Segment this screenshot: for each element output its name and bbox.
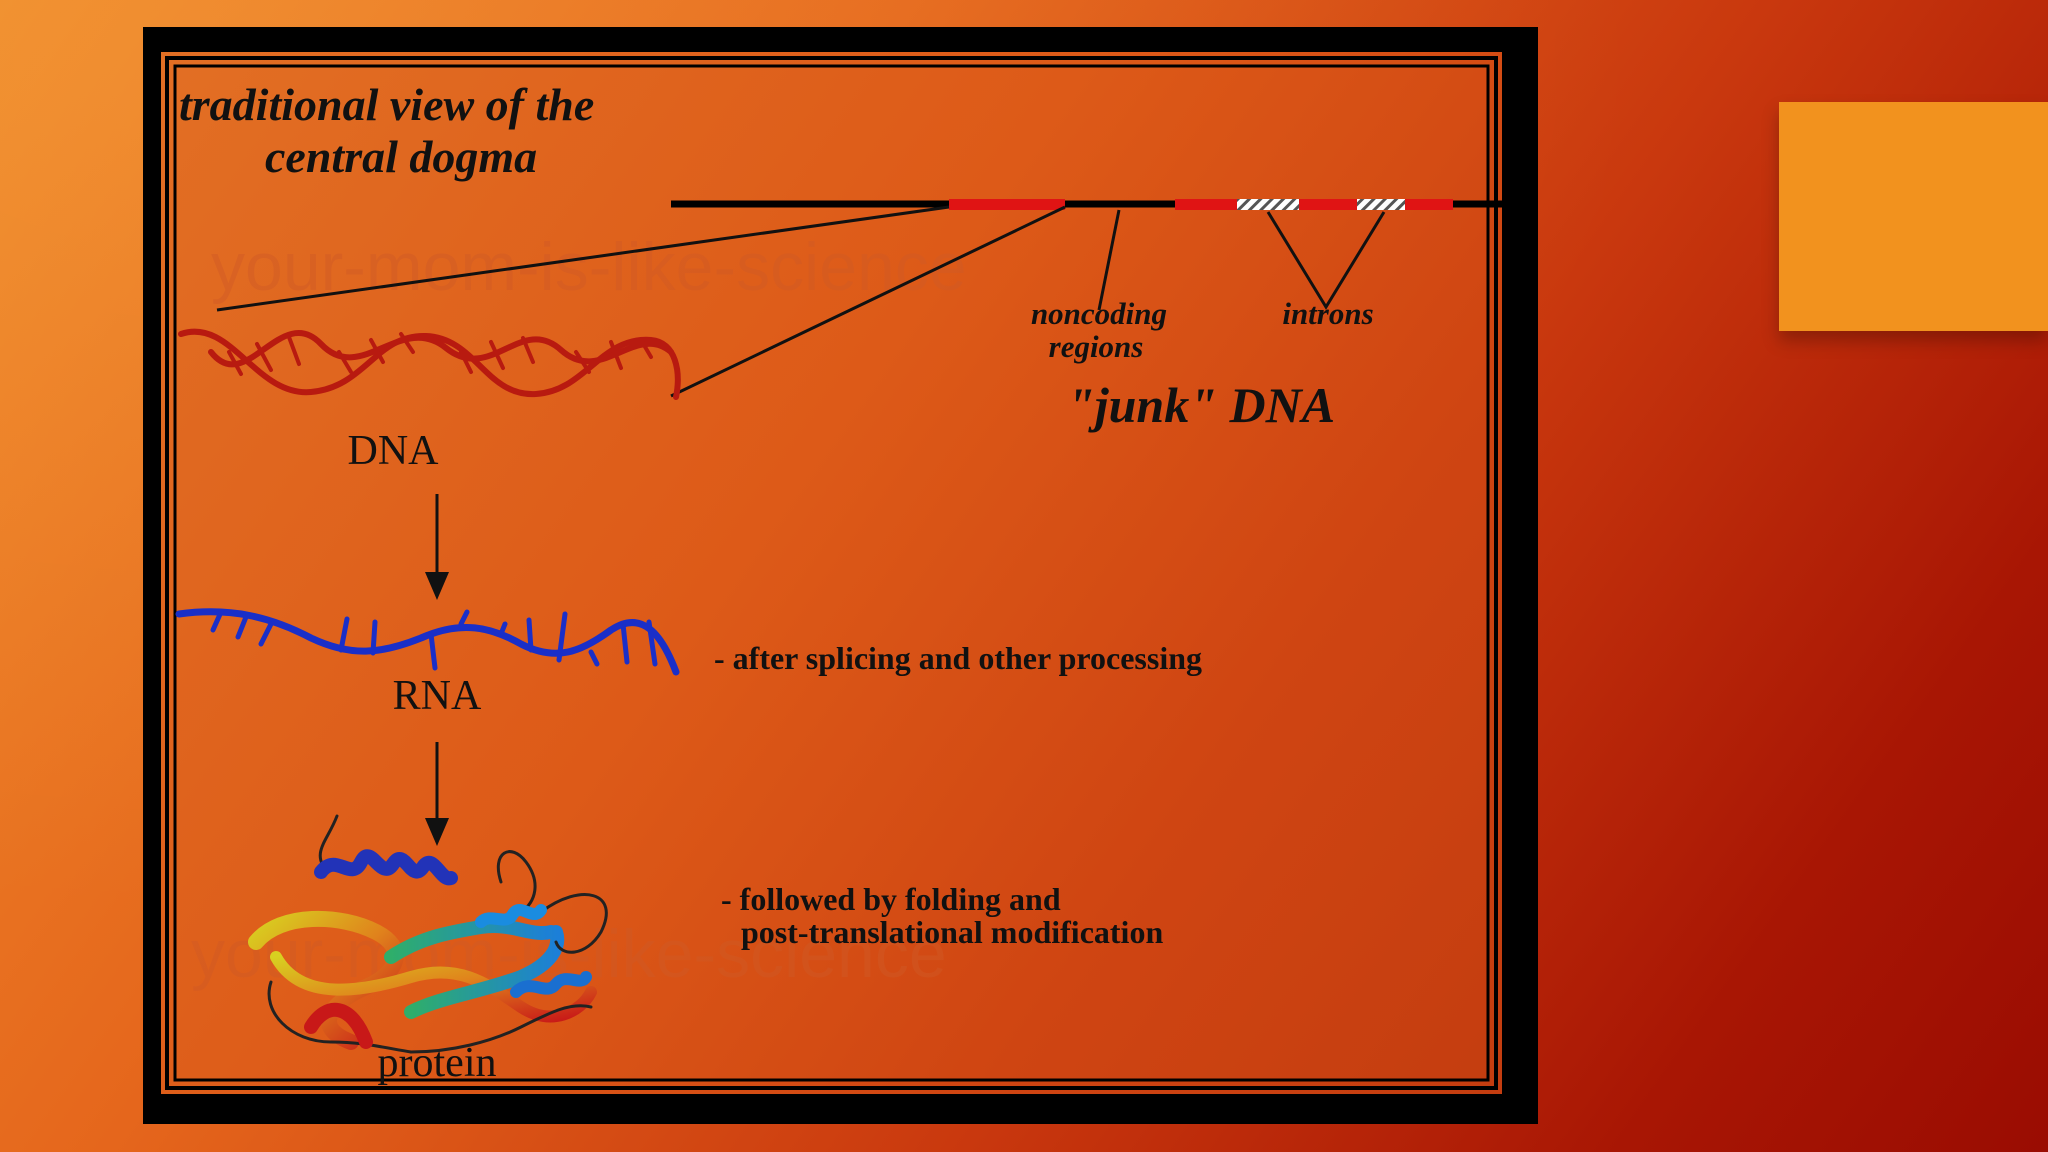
noncoding-pointer [1097,209,1121,311]
introns-pointer [1266,211,1386,310]
dna-to-rna-arrow [425,494,449,600]
inner-frame-outer-line [165,56,1498,1090]
intron-2 [1357,199,1405,210]
gene-exon-1 [949,199,1065,210]
protein-folding-note-line-1: - followed by folding and [721,881,1061,917]
gene-exon-3 [1299,199,1357,210]
genome-segment [671,199,1502,210]
figure-title-line-1: traditional view of the [179,79,594,130]
protein-label: protein [378,1040,497,1086]
rna-to-protein-arrow [425,742,449,846]
figure-title-line-2: central dogma [265,131,537,182]
zoom-line-right [670,205,1066,398]
rna-strand-icon [175,608,680,676]
zoom-line-left [216,205,950,312]
dna-helix-icon [178,328,681,400]
gene-exon-4 [1405,199,1453,210]
noncoding-label-line-1: noncoding [1031,296,1167,331]
figure-frame: your-mom-is-like-science your-mom-is-lik… [143,27,1538,1124]
accent-box [1779,102,2048,331]
central-dogma-figure: your-mom-is-like-science your-mom-is-lik… [161,52,1502,1094]
noncoding-label-line-2: regions [1049,329,1144,364]
dna-label: DNA [348,428,440,474]
junk-dna-label: "junk" DNA [1067,377,1335,433]
inner-frame-inner-line [173,64,1490,1082]
introns-label: introns [1282,296,1373,331]
gene-exon-2 [1175,199,1237,210]
rna-processing-note: - after splicing and other processing [714,640,1202,676]
rna-label: RNA [393,673,482,719]
protein-folding-note-line-2: post-translational modification [741,914,1163,950]
intron-1 [1237,199,1299,210]
figure-canvas: your-mom-is-like-science your-mom-is-lik… [165,56,1502,1090]
protein-structure-icon [248,814,608,1054]
